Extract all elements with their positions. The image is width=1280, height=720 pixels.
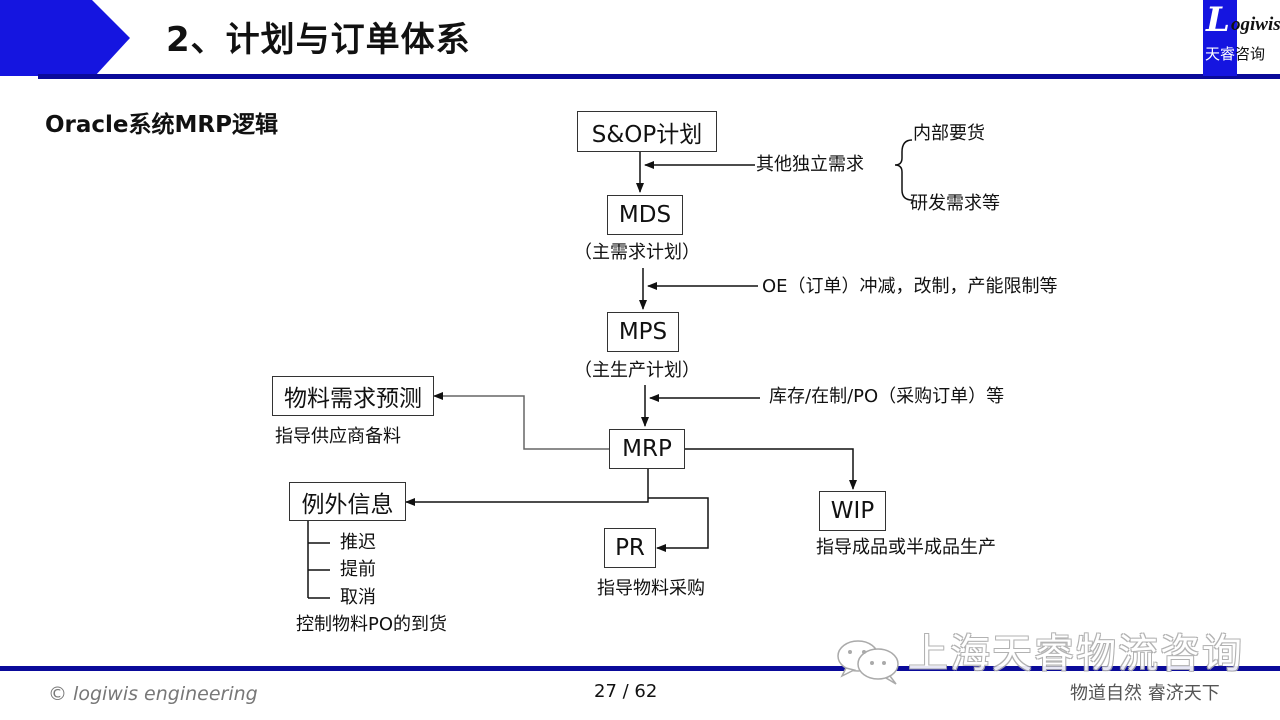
company-logo: L ogiwis 天睿咨询: [1203, 0, 1280, 76]
exception-info-description: 控制物料PO的到货: [296, 614, 448, 635]
footer-copyright: © logiwis engineering: [48, 683, 258, 705]
wip-box: WIP: [819, 491, 886, 531]
exception-action-cancel: 取消: [340, 587, 376, 608]
mrp-box: MRP: [609, 429, 685, 469]
page-title: 2、计划与订单体系: [166, 20, 471, 60]
pr-description: 指导物料采购: [597, 578, 705, 599]
inventory-input-label: 库存/在制/PO（采购订单）等: [769, 386, 1005, 407]
section-subtitle: Oracle系统MRP逻辑: [45, 112, 278, 138]
logo-chinese-name: 天睿咨询: [1205, 45, 1266, 63]
independent-demand-item-internal: 内部要货: [913, 123, 985, 144]
header-accent-shape: [0, 0, 130, 76]
pr-box: PR: [604, 528, 656, 568]
watermark-company-name: 上海天睿物流咨询: [908, 631, 1244, 677]
mps-box: MPS: [607, 312, 679, 352]
logo-initial: L: [1206, 0, 1230, 40]
arrow-mrp-to-exception: [405, 469, 649, 506]
wechat-icon: [837, 640, 899, 685]
arrow-mrp-to-wip: [685, 448, 857, 490]
page-number: 27 / 62: [594, 681, 658, 702]
independent-demand-label: 其他独立需求: [756, 154, 864, 175]
footer-slogan: 物道自然 睿济天下: [1070, 683, 1220, 704]
brace-independent-demand: [894, 139, 913, 201]
logo-wordmark: ogiwis: [1231, 14, 1280, 35]
wip-description: 指导成品或半成品生产: [816, 537, 996, 558]
logo-blue-block: [1203, 0, 1237, 76]
sop-plan-box: S&OP计划: [577, 111, 717, 152]
material-forecast-box: 物料需求预测: [272, 376, 434, 416]
exception-info-box: 例外信息: [289, 482, 406, 521]
mds-box: MDS: [607, 195, 683, 235]
header-divider: [38, 74, 1280, 79]
oe-adjustment-label: OE（订单）冲减，改制，产能限制等: [762, 276, 1058, 297]
material-forecast-description: 指导供应商备料: [275, 426, 401, 447]
exception-action-delay: 推迟: [340, 532, 376, 553]
arrow-mrp-to-forecast: [433, 392, 609, 450]
independent-demand-item-rnd: 研发需求等: [910, 193, 1000, 214]
footer-divider: [0, 666, 1280, 671]
arrow-mrp-to-pr: [648, 497, 709, 552]
mps-description: （主生产计划）: [574, 360, 700, 381]
mds-description: （主需求计划）: [574, 242, 700, 263]
exception-action-advance: 提前: [340, 559, 376, 580]
